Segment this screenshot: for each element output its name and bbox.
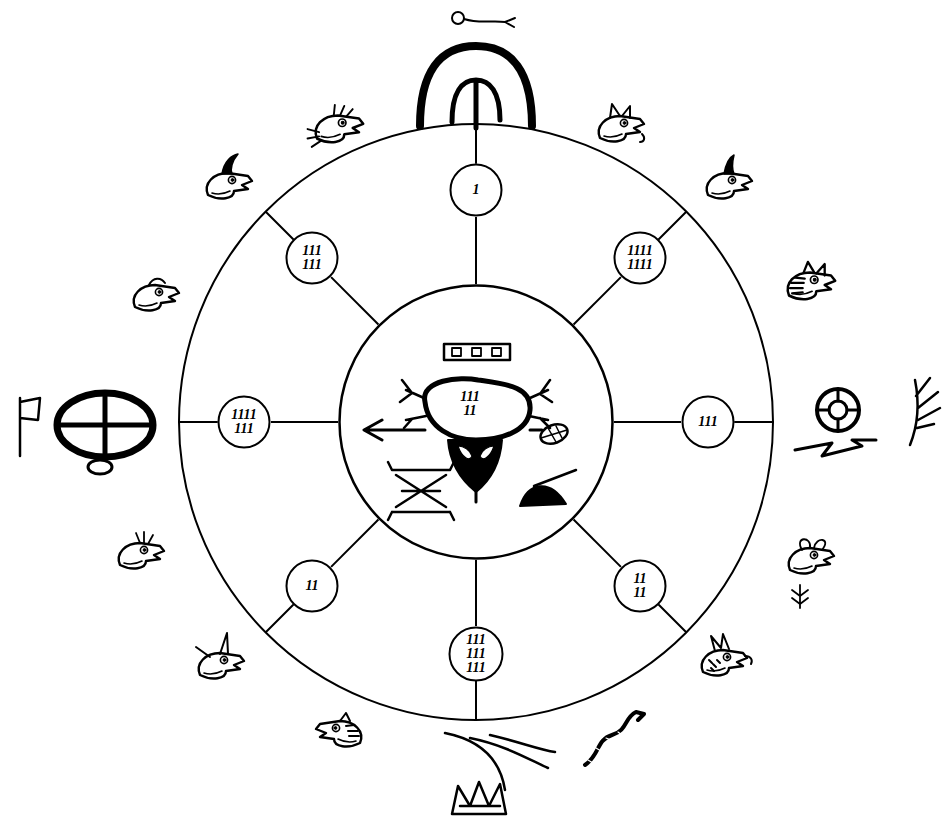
wheel-hub xyxy=(829,401,847,419)
horned-head xyxy=(196,633,244,678)
fox-head xyxy=(599,104,644,142)
frog-tongue xyxy=(475,492,478,502)
hat-brim xyxy=(534,470,576,486)
ox-head xyxy=(207,154,252,198)
circle-shape xyxy=(615,233,666,284)
cross-circle-lines xyxy=(59,395,151,455)
insect-head xyxy=(789,539,834,573)
box-square xyxy=(492,348,501,356)
circle-shape xyxy=(340,286,613,559)
small-oval xyxy=(88,460,112,474)
snake-pattern xyxy=(588,732,622,763)
spoke-line xyxy=(271,421,338,423)
outer-spokes xyxy=(179,125,773,719)
tally-circle: 111 xyxy=(681,395,735,449)
crown xyxy=(452,782,506,814)
arch-inner xyxy=(452,80,500,128)
axe xyxy=(20,398,40,456)
striped-head xyxy=(788,262,835,299)
cross-symbol xyxy=(388,462,454,520)
hat-symbol xyxy=(520,486,566,506)
circle-shape xyxy=(219,397,270,448)
box-square xyxy=(452,348,461,356)
tally-circle: 1111 1111 xyxy=(613,231,667,285)
circle-shape xyxy=(287,233,338,284)
frog-face xyxy=(448,440,502,492)
dragon-head xyxy=(702,634,752,675)
spoke-line xyxy=(331,277,378,324)
grass-strokes xyxy=(445,733,555,790)
bird-head xyxy=(134,279,179,311)
spoke-line xyxy=(475,560,477,626)
wheel xyxy=(817,389,859,431)
branch xyxy=(910,378,940,445)
tally-number: 1111 111 xyxy=(231,408,257,436)
tally-number: 111 11 xyxy=(460,390,479,418)
frog-eyes xyxy=(458,446,494,459)
frog-body xyxy=(425,379,531,440)
tadpole-head xyxy=(452,12,464,24)
crested-head xyxy=(119,532,164,568)
three-square-box xyxy=(444,344,510,360)
cross-circle xyxy=(57,393,153,457)
spoke-line xyxy=(574,277,621,324)
tally-circle: 11 11 xyxy=(613,559,667,613)
lightning xyxy=(795,440,876,456)
arrow-feather xyxy=(538,421,570,447)
box-square xyxy=(472,348,481,356)
circle-shape xyxy=(615,561,666,612)
tally-number: 111 111 111 xyxy=(466,633,485,675)
tally-number: 1111 1111 xyxy=(627,244,653,272)
tally-number: 111 xyxy=(698,415,717,429)
small-plant xyxy=(792,585,808,608)
wheel-spokes xyxy=(817,389,859,431)
mouse-head xyxy=(308,105,364,147)
tally-number: 11 11 xyxy=(633,572,646,600)
arrow xyxy=(364,420,542,440)
center-circle: 111 11 xyxy=(338,284,614,560)
circle-outline xyxy=(338,284,614,560)
spoke-line xyxy=(614,421,681,423)
snake xyxy=(585,712,644,765)
frog-limbs xyxy=(400,380,552,428)
tally-circle: 111 111 xyxy=(285,231,339,285)
tiger-head xyxy=(316,713,361,746)
tally-circle: 1111 111 xyxy=(217,395,271,449)
feather-lines xyxy=(541,426,567,442)
circle-shape xyxy=(287,561,338,612)
tally-number: 111 111 xyxy=(302,244,321,272)
circle-shape xyxy=(450,628,503,681)
tally-circle: 111 111 111 xyxy=(448,626,504,682)
outer-ring xyxy=(179,124,773,720)
spoke-line xyxy=(574,520,621,567)
tally-circle: 1 xyxy=(449,163,503,217)
tadpole-tail xyxy=(464,18,515,27)
spoke-line xyxy=(475,217,477,284)
tally-circle: 11 xyxy=(285,559,339,613)
circle-shape xyxy=(451,165,502,216)
tally-number: 1 xyxy=(473,183,480,197)
circle-shape xyxy=(683,397,734,448)
goat-head xyxy=(707,155,752,198)
tally-number: 11 xyxy=(305,579,318,593)
spoke-line xyxy=(331,520,378,567)
